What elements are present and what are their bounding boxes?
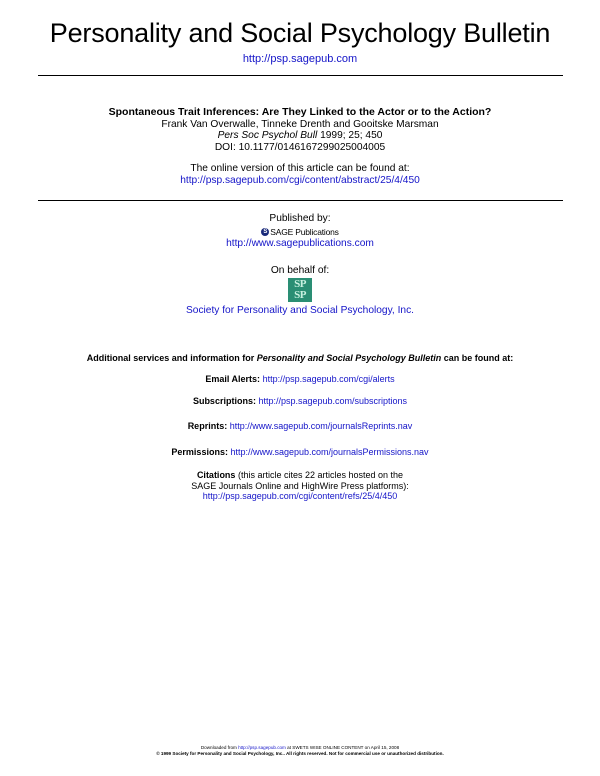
- society-link[interactable]: Society for Personality and Social Psych…: [185, 305, 414, 316]
- permissions-row: Permissions: http://www.sagepub.com/jour…: [0, 447, 600, 458]
- spsp-logo-icon: SP SP: [288, 278, 312, 302]
- article-doi: DOI: 10.1177/0146167299025004005: [214, 141, 386, 153]
- publisher-url-link[interactable]: http://www.sagepublications.com: [226, 238, 374, 249]
- services-lead: Additional services and information for: [86, 353, 257, 363]
- sage-logo-text: SAGE Publications: [270, 227, 339, 237]
- online-version-text: The online version of this article can b…: [190, 163, 410, 174]
- article-title: Spontaneous Trait Inferences: Are They L…: [108, 106, 492, 118]
- spsp-logo-top: SP: [294, 278, 306, 290]
- online-version-link[interactable]: http://psp.sagepub.com/cgi/content/abstr…: [180, 174, 420, 186]
- publisher-block: Published by: S SAGE Publications http:/…: [0, 213, 600, 250]
- email-alerts-link[interactable]: http://psp.sagepub.com/cgi/alerts: [262, 374, 395, 384]
- email-alerts-label: Email Alerts:: [205, 374, 261, 384]
- divider-top: [38, 75, 563, 76]
- divider-middle: [38, 200, 563, 201]
- on-behalf-of-label: On behalf of:: [270, 265, 330, 276]
- journal-abbrev: Pers Soc Psychol Bull: [217, 130, 318, 141]
- sage-logo: S SAGE Publications: [261, 226, 339, 238]
- journal-url-row: http://psp.sagepub.com: [0, 53, 600, 66]
- footer-download-source: at SWETS WISE ONLINE CONTENT on April 15…: [285, 745, 400, 750]
- footer-url-link[interactable]: http://psp.sagepub.com: [238, 745, 286, 750]
- email-alerts-row: Email Alerts: http://psp.sagepub.com/cgi…: [0, 374, 600, 385]
- citations-text-1: (this article cites 22 articles hosted o…: [235, 470, 404, 480]
- year-volume-page: 1999; 25; 450: [317, 130, 383, 141]
- society-row: Society for Personality and Social Psych…: [0, 305, 600, 317]
- article-authors: Frank Van Overwalle, Tinneke Drenth and …: [161, 118, 439, 130]
- behalf-block: On behalf of: SP SP: [0, 265, 600, 302]
- journal-title: Personality and Social Psychology Bullet…: [49, 18, 551, 48]
- subscriptions-link[interactable]: http://psp.sagepub.com/subscriptions: [258, 396, 408, 406]
- permissions-link[interactable]: http://www.sagepub.com/journalsPermissio…: [230, 447, 429, 457]
- sage-logo-icon: S: [261, 228, 270, 236]
- footer-download-text: Downloaded from: [200, 745, 239, 750]
- subscriptions-row: Subscriptions: http://psp.sagepub.com/su…: [0, 396, 600, 407]
- journal-citation: Pers Soc Psychol Bull 1999; 25; 450: [0, 130, 600, 142]
- download-footer: Downloaded from http://psp.sagepub.com a…: [0, 745, 600, 757]
- permissions-label: Permissions:: [171, 447, 228, 457]
- services-heading: Additional services and information for …: [0, 353, 600, 364]
- spsp-logo-bottom: SP: [294, 289, 306, 301]
- citations-block: Citations (this article cites 22 article…: [0, 470, 600, 502]
- published-by-label: Published by:: [269, 213, 331, 224]
- citation-block: Spontaneous Trait Inferences: Are They L…: [0, 106, 600, 153]
- services-journal: Personality and Social Psychology Bullet…: [256, 353, 442, 363]
- footer-copyright: © 1999 Society for Personality and Socia…: [156, 751, 444, 756]
- services-tail: can be found at:: [441, 353, 514, 363]
- online-version-block: The online version of this article can b…: [0, 163, 600, 186]
- reprints-link[interactable]: http://www.sagepub.com/journalsReprints.…: [229, 421, 413, 431]
- subscriptions-label: Subscriptions:: [192, 396, 256, 406]
- reprints-label: Reprints:: [187, 421, 228, 431]
- reprints-row: Reprints: http://www.sagepub.com/journal…: [0, 421, 600, 432]
- journal-url-link[interactable]: http://psp.sagepub.com: [242, 53, 358, 65]
- citations-link[interactable]: http://psp.sagepub.com/cgi/content/refs/…: [202, 491, 398, 501]
- citations-text-2: SAGE Journals Online and HighWire Press …: [191, 480, 409, 491]
- citations-label: Citations: [196, 470, 236, 480]
